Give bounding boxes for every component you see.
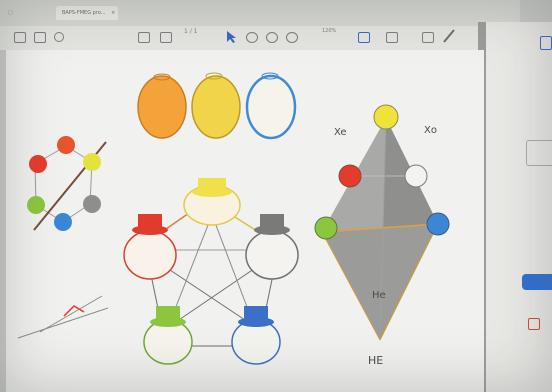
- cursor-icon[interactable]: [226, 30, 236, 44]
- zoom-out-icon[interactable]: [266, 32, 278, 43]
- delete-icon[interactable]: [528, 318, 540, 330]
- label-he-bottom: HE: [368, 354, 383, 367]
- print-icon[interactable]: [14, 32, 26, 43]
- right-panel: [486, 22, 552, 392]
- tab-title: BAPS-FMEG pro...: [62, 10, 106, 16]
- tab-close-icon[interactable]: ×: [111, 10, 116, 16]
- search-icon[interactable]: [54, 32, 64, 42]
- zoom-in-icon[interactable]: [286, 32, 298, 43]
- rotate-icon[interactable]: [386, 32, 398, 43]
- tab-previous[interactable]: ▢: [8, 10, 13, 16]
- label-xo: Xo: [424, 125, 437, 136]
- kite-diagram: Xe Xo He HE: [314, 104, 450, 367]
- tab-active[interactable]: BAPS-FMEG pro... ×: [56, 6, 118, 20]
- top-oval-blue: [245, 72, 297, 140]
- page-up-icon[interactable]: [138, 32, 150, 43]
- hand-icon[interactable]: [246, 32, 258, 43]
- top-oval-yellow: [191, 72, 241, 139]
- top-oval-orange: [137, 73, 187, 139]
- page-indicator: 1 / 1: [184, 28, 198, 35]
- save-icon[interactable]: [34, 32, 46, 43]
- label-xe: Xe: [334, 127, 347, 138]
- hexagon-diagram: [27, 136, 107, 231]
- panel-primary-button[interactable]: [522, 274, 552, 290]
- zoom-level[interactable]: 120%: [322, 28, 337, 34]
- line-sketch: [17, 295, 109, 339]
- tab-bar: ▢ BAPS-FMEG pro... ×: [0, 0, 520, 26]
- central-diagram: [123, 178, 299, 365]
- pen-icon[interactable]: [442, 28, 456, 44]
- page-down-icon[interactable]: [160, 32, 172, 43]
- comment-icon[interactable]: [422, 32, 434, 43]
- panel-field[interactable]: [526, 140, 552, 166]
- fit-page-icon[interactable]: [358, 32, 370, 43]
- label-he-center: He: [372, 290, 386, 301]
